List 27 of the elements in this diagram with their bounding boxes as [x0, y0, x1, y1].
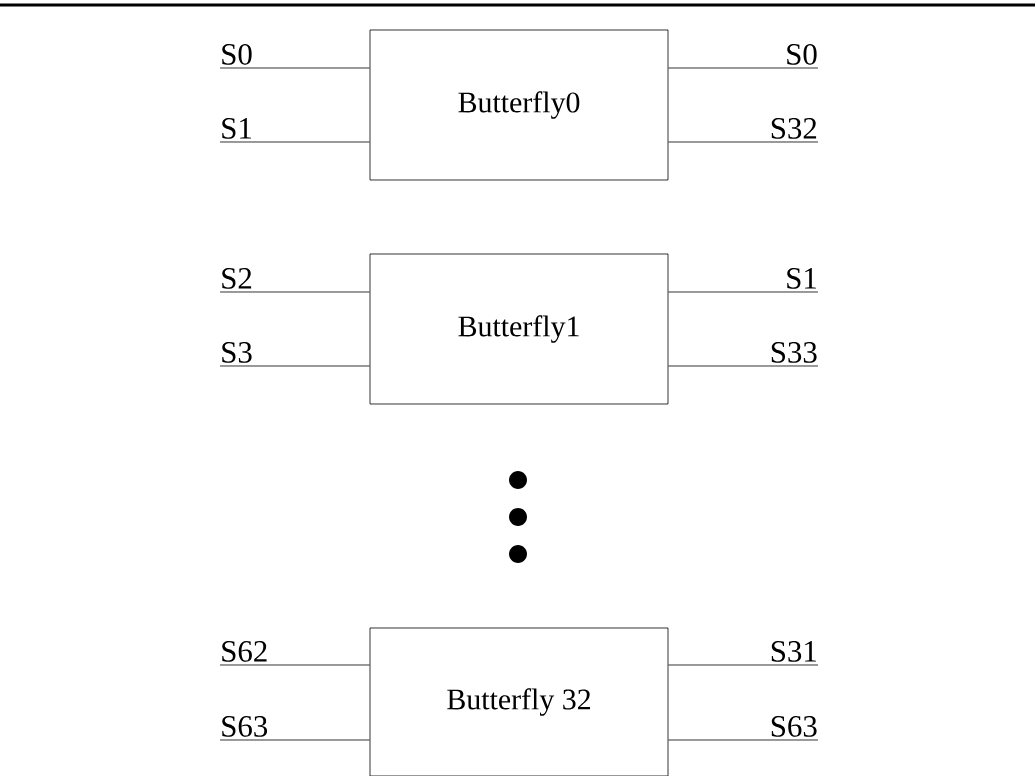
signal-label: S31 [771, 641, 816, 662]
signal-label: S1 [787, 268, 816, 289]
signal-label: S63 [222, 716, 268, 737]
signal-label: S2 [222, 268, 252, 289]
signal-label: S33 [771, 342, 817, 363]
signal-wire [219, 664, 370, 666]
signal-label: S32 [771, 118, 817, 139]
block-box: Butterfly 32 [369, 627, 669, 776]
signal-wire [668, 365, 819, 367]
signal-label: S63 [771, 716, 817, 737]
signal-label: S0 [222, 43, 252, 65]
signal-label: S1 [222, 118, 251, 139]
signal-wire [219, 67, 370, 69]
block-box: Butterfly1 [369, 253, 669, 405]
signal-wire [668, 67, 819, 69]
signal-wire [219, 365, 370, 367]
signal-wire [219, 739, 370, 741]
signal-wire [219, 291, 370, 293]
signal-wire [668, 664, 819, 666]
block-box: Butterfly0 [369, 29, 669, 181]
signal-label: S3 [222, 342, 252, 363]
signal-wire [219, 141, 370, 143]
signal-wire [668, 739, 819, 741]
signal-wire [668, 291, 819, 293]
signal-label: S0 [787, 43, 817, 65]
signal-wire [668, 141, 819, 143]
signal-label: S62 [222, 641, 267, 662]
